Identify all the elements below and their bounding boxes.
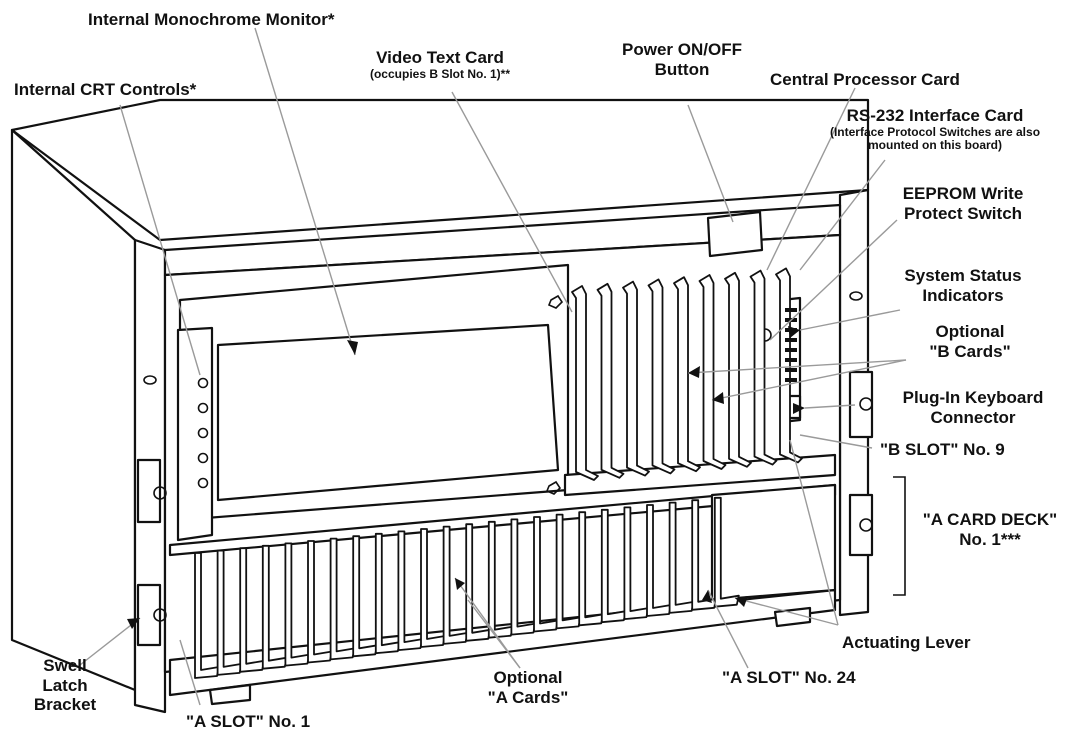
label-cpu-card: Central Processor Card bbox=[770, 70, 960, 89]
b-slot-card bbox=[673, 276, 701, 473]
label-video-card-note: (occupies B Slot No. 1)** bbox=[369, 66, 511, 81]
label-swell-line2: Latch bbox=[42, 675, 88, 695]
label-adeck-line1: "A CARD DECK" bbox=[922, 510, 1058, 529]
label-power-line2: Button bbox=[654, 59, 710, 79]
foot-right bbox=[773, 606, 812, 628]
label-monitor: Internal Monochrome Monitor* bbox=[88, 10, 335, 29]
label-a-card-deck: "A CARD DECK" No. 1*** bbox=[905, 510, 1075, 549]
label-rs232: RS-232 Interface Card (Interface Protoco… bbox=[800, 106, 1070, 153]
label-power-line1: Power ON/OFF bbox=[622, 40, 742, 59]
label-eeprom-line1: EEPROM Write bbox=[902, 184, 1024, 203]
power-button bbox=[706, 210, 764, 258]
label-keyboard-line2: Connector bbox=[930, 407, 1016, 427]
b-slot-card bbox=[596, 282, 625, 479]
crt-control-knob bbox=[197, 477, 209, 489]
b-slot-card bbox=[622, 280, 650, 477]
label-status-line1: System Status bbox=[904, 266, 1022, 285]
label-acards-line2: "A Cards" bbox=[487, 687, 569, 707]
crt-control-knob bbox=[197, 402, 209, 414]
foot-left bbox=[208, 683, 252, 706]
bracket-left-lower bbox=[136, 583, 162, 647]
a-slot-card bbox=[713, 496, 740, 608]
label-rs232-title: RS-232 Interface Card bbox=[846, 106, 1024, 125]
label-optional-b-cards: Optional "B Cards" bbox=[910, 322, 1030, 361]
label-keyboard-line1: Plug-In Keyboard bbox=[902, 388, 1044, 407]
bracket-left-upper bbox=[136, 458, 162, 524]
label-keyboard-connector: Plug-In Keyboard Connector bbox=[878, 388, 1068, 427]
label-status-indicators: System Status Indicators bbox=[888, 266, 1038, 305]
label-rs232-note2: mounted on this board) bbox=[868, 138, 1002, 153]
label-power-button: Power ON/OFF Button bbox=[612, 40, 752, 79]
label-bcards-line1: Optional bbox=[935, 322, 1005, 341]
b-slot-card bbox=[647, 278, 676, 475]
status-led bbox=[785, 308, 797, 312]
crt-control-knob bbox=[197, 452, 209, 464]
b-slot-card bbox=[571, 285, 599, 481]
label-swell-line1: Swell bbox=[43, 656, 87, 675]
b-slot-card bbox=[749, 269, 778, 466]
label-acards-line1: Optional bbox=[493, 668, 563, 687]
a-deck-bracket bbox=[893, 476, 906, 596]
crt-control-knob bbox=[197, 427, 209, 439]
label-bcards-line2: "B Cards" bbox=[929, 341, 1011, 361]
label-a-slot-24: "A SLOT" No. 24 bbox=[722, 668, 856, 687]
status-led bbox=[785, 378, 797, 382]
chassis-left-side bbox=[10, 128, 137, 692]
status-led bbox=[785, 358, 797, 362]
crt-control-knob bbox=[197, 377, 209, 389]
label-eeprom: EEPROM Write Protect Switch bbox=[888, 184, 1038, 223]
label-video-card-title: Video Text Card bbox=[376, 48, 504, 67]
status-led bbox=[785, 368, 797, 372]
label-video-card: Video Text Card (occupies B Slot No. 1)*… bbox=[340, 48, 540, 81]
monitor-screen bbox=[216, 323, 560, 502]
b-slot-card bbox=[775, 267, 803, 464]
bracket-right-lower bbox=[848, 493, 874, 557]
chassis-top bbox=[10, 98, 870, 242]
label-a-slot-1: "A SLOT" No. 1 bbox=[186, 712, 311, 731]
status-led bbox=[785, 338, 797, 342]
label-rs232-note1: (Interface Protocol Switches are also bbox=[829, 124, 1041, 139]
label-swell-latch-bracket: Swell Latch Bracket bbox=[22, 656, 108, 715]
label-status-line2: Indicators bbox=[922, 285, 1004, 305]
a-deck-right-panel bbox=[710, 483, 837, 602]
label-adeck-line2: No. 1*** bbox=[959, 529, 1021, 549]
label-b-slot-9: "B SLOT" No. 9 bbox=[880, 440, 1005, 459]
label-actuating-lever: Actuating Lever bbox=[842, 633, 971, 652]
label-swell-line3: Bracket bbox=[33, 695, 97, 715]
label-eeprom-line2: Protect Switch bbox=[903, 203, 1023, 223]
label-optional-a-cards: Optional "A Cards" bbox=[468, 668, 588, 707]
label-crt-controls: Internal CRT Controls* bbox=[14, 80, 197, 99]
status-led bbox=[785, 348, 797, 352]
